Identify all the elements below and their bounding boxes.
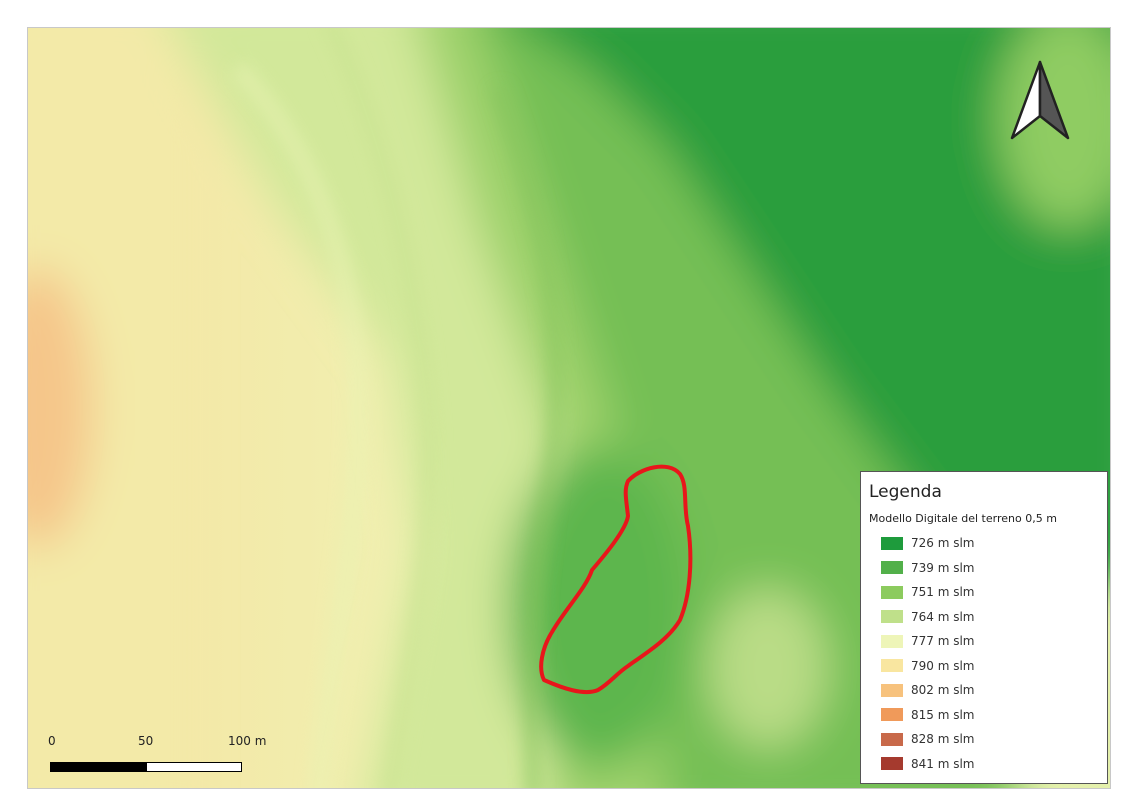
legend-item: 739 m slm bbox=[881, 556, 1101, 581]
scale-label-50: 50 bbox=[138, 734, 154, 748]
legend-item: 777 m slm bbox=[881, 629, 1101, 654]
terrace-line-3 bbox=[491, 85, 563, 788]
legend-swatch bbox=[881, 708, 903, 722]
north-arrow-icon bbox=[1010, 60, 1070, 140]
terrace-line-2 bbox=[231, 61, 368, 788]
legend-swatch bbox=[881, 536, 903, 550]
legend-swatch bbox=[881, 634, 903, 648]
legend-subtitle: Modello Digitale del terreno 0,5 m bbox=[869, 512, 1057, 525]
southeast-rise bbox=[708, 588, 828, 748]
legend-item-label: 764 m slm bbox=[911, 609, 975, 624]
scale-segment-white bbox=[146, 762, 242, 772]
legend-item: 726 m slm bbox=[881, 531, 1101, 556]
legend-swatch bbox=[881, 683, 903, 697]
scale-label-0: 0 bbox=[48, 734, 56, 748]
legend: Legenda Modello Digitale del terreno 0,5… bbox=[860, 471, 1108, 784]
scale-segment-black bbox=[50, 762, 146, 772]
scale-bar: 0 50 100 m bbox=[42, 734, 282, 784]
lowland-area bbox=[528, 28, 1110, 581]
legend-item-label: 739 m slm bbox=[911, 560, 975, 575]
legend-swatch bbox=[881, 659, 903, 673]
depression-area bbox=[508, 448, 688, 768]
legend-item: 790 m slm bbox=[881, 654, 1101, 679]
legend-item: 764 m slm bbox=[881, 605, 1101, 630]
legend-swatch bbox=[881, 732, 903, 746]
elevation-map bbox=[28, 28, 1110, 788]
terrace-line-1 bbox=[323, 28, 437, 788]
legend-item: 751 m slm bbox=[881, 580, 1101, 605]
scale-label-100: 100 m bbox=[228, 734, 267, 748]
legend-swatch bbox=[881, 610, 903, 624]
legend-item: 841 m slm bbox=[881, 752, 1101, 777]
legend-item-label: 841 m slm bbox=[911, 756, 975, 771]
legend-swatch bbox=[881, 585, 903, 599]
legend-item-label: 802 m slm bbox=[911, 683, 975, 698]
legend-items: 726 m slm 739 m slm 751 m slm 764 m slm 777 … bbox=[867, 531, 1101, 776]
legend-swatch bbox=[881, 561, 903, 575]
legend-item: 828 m slm bbox=[881, 727, 1101, 752]
legend-item: 815 m slm bbox=[881, 703, 1101, 728]
legend-item-label: 751 m slm bbox=[911, 585, 975, 600]
legend-item: 802 m slm bbox=[881, 678, 1101, 703]
legend-item-label: 815 m slm bbox=[911, 707, 975, 722]
legend-swatch bbox=[881, 757, 903, 771]
orange-high-area bbox=[28, 268, 93, 548]
legend-item-label: 777 m slm bbox=[911, 634, 975, 649]
legend-item-label: 790 m slm bbox=[911, 658, 975, 673]
study-area-outline bbox=[539, 464, 693, 695]
legend-title: Legenda bbox=[869, 482, 942, 502]
legend-item-label: 828 m slm bbox=[911, 732, 975, 747]
legend-item-label: 726 m slm bbox=[911, 536, 975, 551]
map-frame: Legenda Modello Digitale del terreno 0,5… bbox=[27, 27, 1111, 789]
